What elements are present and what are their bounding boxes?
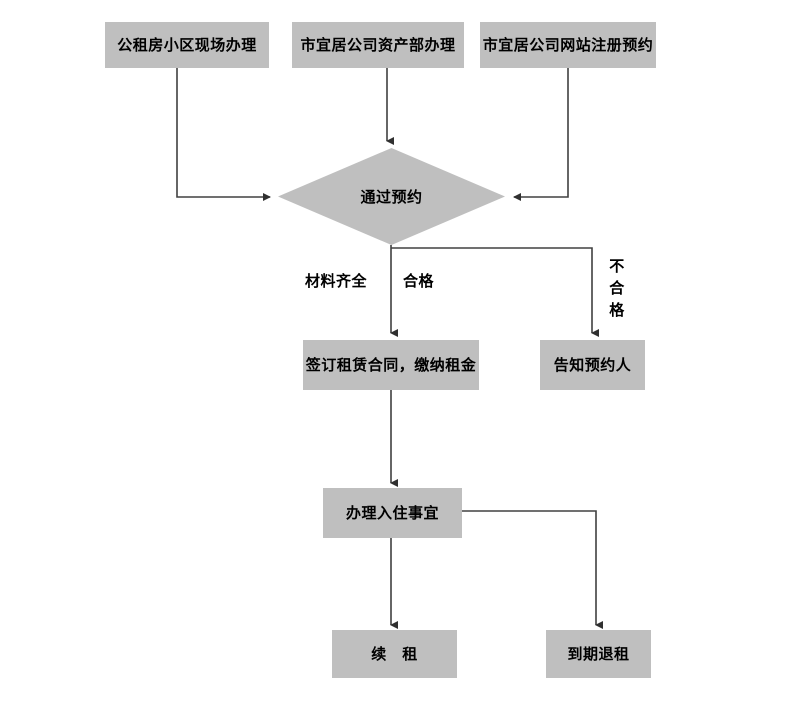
edge-n4-n6: [391, 247, 599, 337]
node-label: 续 租: [371, 645, 418, 663]
node-website-registration[interactable]: 市宜居公司网站注册预约: [480, 22, 656, 68]
edge-label-text: 材料齐全: [305, 272, 368, 290]
node-decision-appointment-passed[interactable]: 通过预约: [278, 148, 505, 245]
edge-label-qualified: 合格: [403, 270, 434, 291]
node-renew-lease[interactable]: 续 租: [332, 630, 457, 678]
node-label: 市宜居公司资产部办理: [300, 36, 456, 54]
node-label: 办理入住事宜: [345, 504, 439, 522]
node-notify-applicant[interactable]: 告知预约人: [540, 340, 645, 390]
node-expire-return[interactable]: 到期退租: [546, 630, 651, 678]
node-label: 签订租赁合同，缴纳租金: [305, 356, 477, 374]
node-handle-move-in[interactable]: 办理入住事宜: [323, 488, 462, 538]
edge-label-text: 合格: [403, 272, 435, 290]
edge-n3-n4: [513, 68, 569, 201]
node-label: 公租房小区现场办理: [117, 36, 257, 54]
edge-label-text: 不合格: [609, 257, 625, 319]
node-label: 告知预约人: [553, 356, 632, 374]
edge-n7-n9: [462, 510, 603, 629]
diamond-shape: [278, 148, 505, 245]
node-label: 到期退租: [567, 645, 630, 663]
node-company-asset-dept[interactable]: 市宜居公司资产部办理: [292, 22, 464, 68]
node-sign-lease-pay-rent[interactable]: 签订租赁合同，缴纳租金: [303, 340, 479, 390]
node-label: 市宜居公司网站注册预约: [482, 36, 654, 54]
edge-n1-n4: [176, 68, 271, 201]
node-label: 通过预约: [360, 188, 423, 206]
node-public-rental-onsite[interactable]: 公租房小区现场办理: [105, 22, 269, 68]
edge-label-not-qualified: 不合格: [609, 256, 625, 321]
edge-label-materials-complete: 材料齐全: [305, 270, 367, 291]
